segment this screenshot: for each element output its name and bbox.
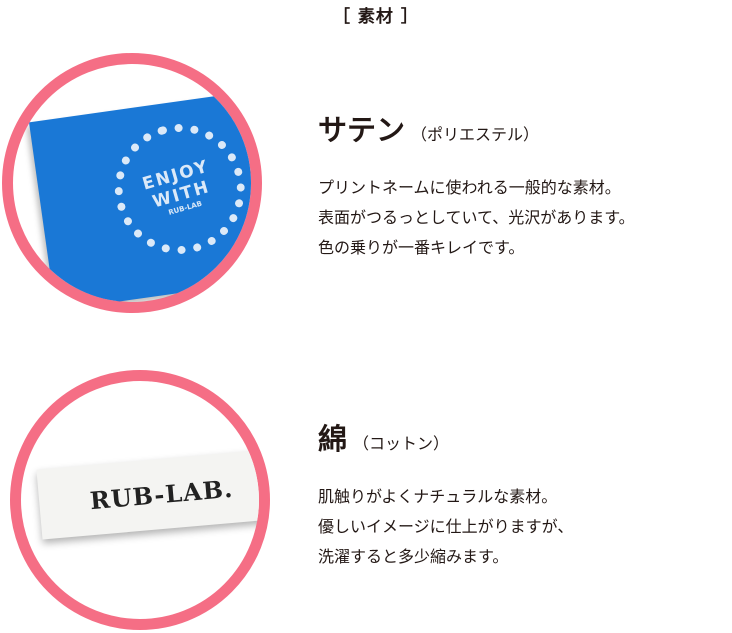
description-line: 優しいイメージに仕上がりますが、 [318,517,574,536]
description-line: 洗濯すると多少縮みます。 [318,547,509,566]
satin-name: サテン [318,113,406,147]
cotton-sample-image: RUB-LAB. [10,370,270,630]
description-line: プリントネームに使われる一般的な素材。 [318,178,621,197]
description-line: 肌触りがよくナチュラルな素材。 [318,487,558,506]
satin-description: プリントネームに使われる一般的な素材。 表面がつるっとしていて、光沢があります。… [318,173,732,263]
satin-sample-image: ENJOY WITH RUB-LAB [2,53,262,313]
section-title: ［ 素材 ］ [333,7,419,27]
satin-subtitle: （ポリエステル） [411,125,540,144]
description-line: 表面がつるっとしていて、光沢があります。 [318,208,635,227]
cotton-label-text: RUB-LAB. [88,473,235,515]
cotton-heading: 綿 （コットン） [318,416,449,458]
cotton-subtitle: （コットン） [353,434,450,453]
cotton-description: 肌触りがよくナチュラルな素材。 優しいイメージに仕上がりますが、 洗濯すると多少… [318,482,732,572]
satin-label: ENJOY WITH RUB-LAB [28,87,251,302]
description-line: 色の乗りが一番キレイです。 [318,238,525,257]
satin-heading: サテン （ポリエステル） [318,107,539,149]
cotton-label: RUB-LAB. [36,448,259,540]
cotton-name: 綿 [318,422,348,456]
enjoy-emblem: ENJOY WITH RUB-LAB [99,108,251,270]
